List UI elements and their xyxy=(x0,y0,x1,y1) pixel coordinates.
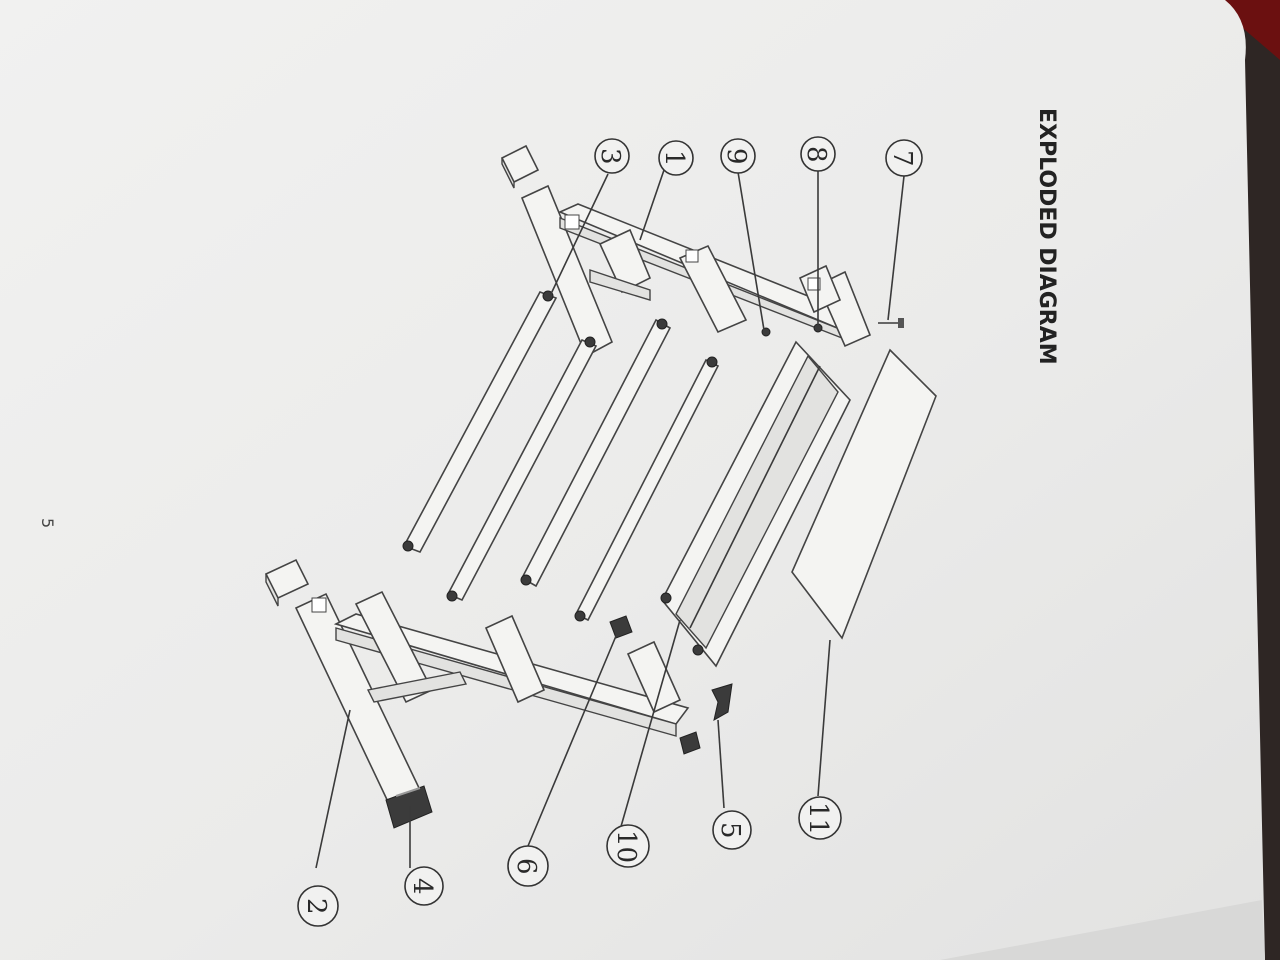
callout-6: 6 xyxy=(507,845,549,887)
callout-7: 7 xyxy=(885,139,923,177)
page-number: 5 xyxy=(38,518,57,528)
part-7-bolt xyxy=(878,318,904,328)
svg-text:9: 9 xyxy=(721,148,751,165)
svg-text:11: 11 xyxy=(803,802,833,835)
corner-foot xyxy=(679,731,701,755)
exploded-diagram-drawing xyxy=(264,144,937,829)
svg-text:10: 10 xyxy=(611,830,641,863)
part-1-top-frame xyxy=(520,184,872,358)
svg-text:2: 2 xyxy=(301,898,331,915)
svg-text:3: 3 xyxy=(595,148,625,165)
part-11-seat-board xyxy=(791,348,937,640)
svg-text:6: 6 xyxy=(511,858,541,875)
long-rails xyxy=(402,290,720,622)
callout-8: 8 xyxy=(800,136,836,172)
part-10-seat-frame xyxy=(660,340,851,668)
part-6-plug xyxy=(609,615,633,639)
paper-shadow xyxy=(940,900,1265,960)
callout-11: 11 xyxy=(798,796,842,840)
end-cap-top xyxy=(500,144,540,189)
svg-text:5: 5 xyxy=(715,822,745,839)
callout-9: 9 xyxy=(720,138,756,174)
part-4-foot xyxy=(385,785,433,829)
svg-text:4: 4 xyxy=(407,878,437,895)
part-5-bracket xyxy=(711,683,733,721)
callout-1: 1 xyxy=(658,140,694,176)
part-2-bottom-frame xyxy=(294,590,690,808)
svg-text:1: 1 xyxy=(659,150,689,167)
callout-2: 2 xyxy=(297,885,339,927)
svg-text:8: 8 xyxy=(801,146,831,163)
callout-3: 3 xyxy=(594,138,630,174)
svg-text:7: 7 xyxy=(887,150,917,167)
callout-10: 10 xyxy=(606,824,650,868)
end-cap-bottom xyxy=(264,558,310,607)
leader-lines xyxy=(315,169,905,869)
callout-5: 5 xyxy=(712,810,752,850)
callout-4: 4 xyxy=(404,866,444,906)
diagram-title: EXPLODED DIAGRAM xyxy=(1034,108,1059,365)
